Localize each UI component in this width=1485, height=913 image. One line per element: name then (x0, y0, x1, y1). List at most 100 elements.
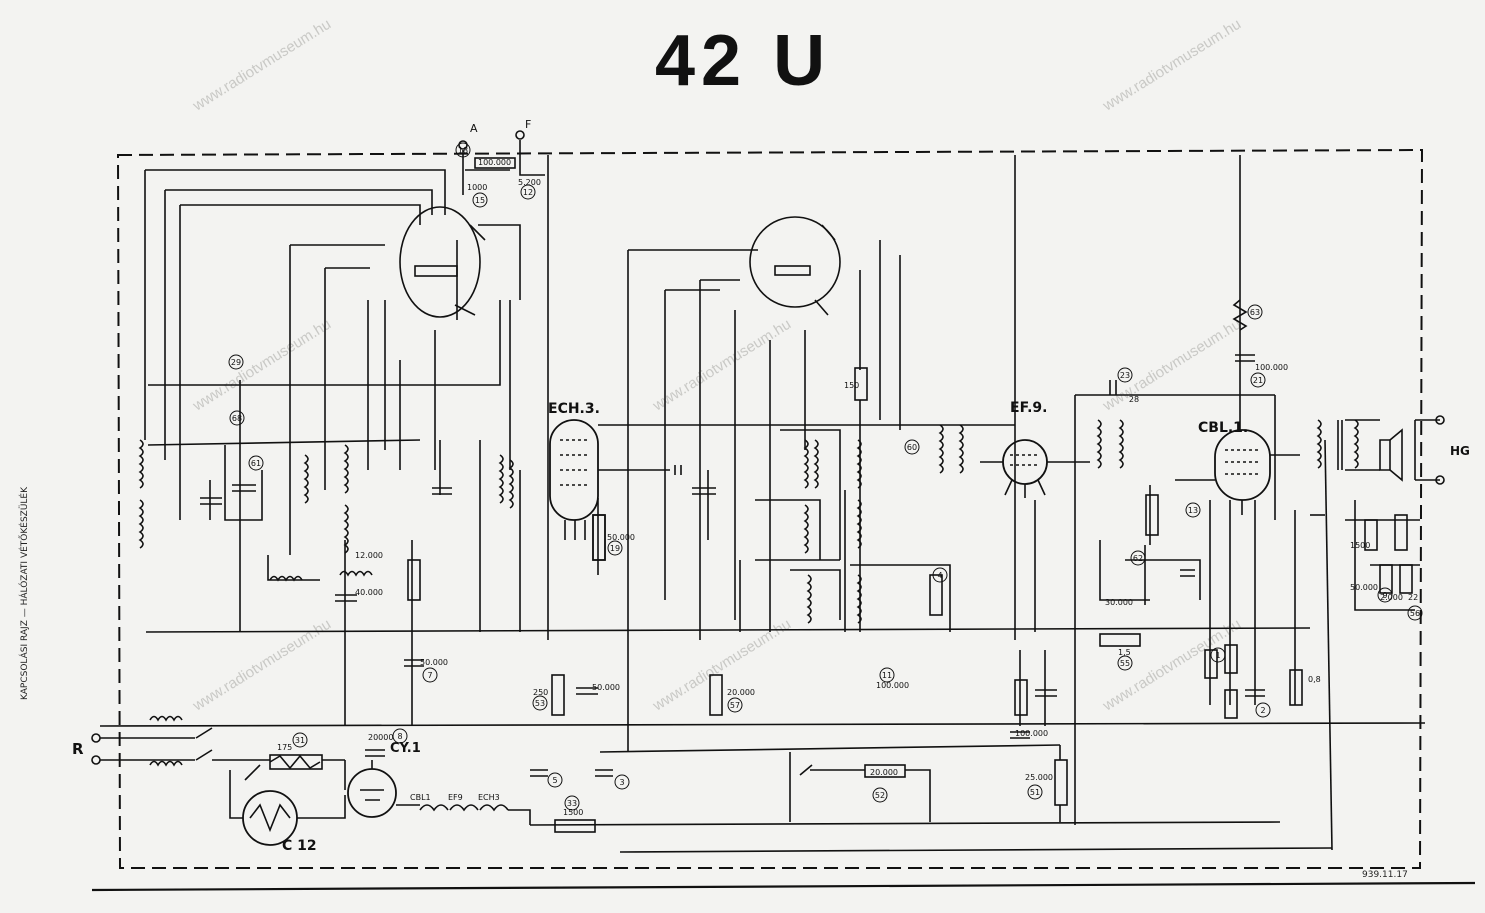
ref-marker: 31 (292, 732, 308, 748)
value-label: 100.000 (876, 681, 909, 690)
side-note: KAPCSOLÁSI RAJZ — HÁLÓZATI VÉTŐKÉSZÜLÉK (20, 486, 30, 700)
value-label: 50.000 (420, 658, 448, 667)
value-label: 250 (533, 688, 548, 697)
ref-marker: 8 (392, 728, 408, 744)
svg-text:56: 56 (1410, 609, 1420, 618)
heater-label: CBL1 (410, 793, 431, 802)
value-label: 5.200 (518, 178, 541, 187)
svg-text:4: 4 (937, 571, 942, 580)
value-label: 25.000 (1025, 773, 1053, 782)
svg-text:19: 19 (610, 544, 620, 553)
value-label: 12.000 (355, 551, 383, 560)
svg-text:68: 68 (232, 414, 242, 423)
svg-text:62: 62 (1133, 554, 1143, 563)
ref-marker: 68 (229, 410, 245, 426)
value-label: 150 (844, 381, 859, 390)
ref-marker: 62 (1130, 550, 1146, 566)
value-label: 30.000 (1105, 598, 1133, 607)
ref-marker: 9 (1377, 587, 1393, 603)
svg-text:9: 9 (1382, 591, 1387, 600)
svg-text:53: 53 (535, 699, 545, 708)
ref-marker: 2 (1255, 702, 1271, 718)
svg-text:7: 7 (427, 671, 432, 680)
ref-marker: 21 (1250, 372, 1266, 388)
svg-text:28: 28 (1129, 395, 1139, 404)
ref-marker: 23 (1117, 367, 1133, 383)
svg-text:12: 12 (523, 188, 533, 197)
svg-text:2: 2 (1260, 706, 1265, 715)
value-label: 0,8 (1308, 675, 1321, 684)
heater-label: ECH3 (478, 793, 500, 802)
svg-text:13: 13 (1188, 506, 1198, 515)
value-label: 1,5 (1118, 648, 1131, 657)
ref-marker: 19 (607, 540, 623, 556)
value-label: 1500 (1350, 541, 1370, 550)
tube-label-cbl1: CBL.1. (1198, 420, 1248, 436)
ref-marker: 18 (455, 142, 471, 158)
value-label: 1500 (563, 808, 583, 817)
ref-marker: 3 (614, 774, 630, 790)
value-label: 100.000 (478, 158, 511, 167)
ref-marker: 33 (564, 795, 580, 811)
svg-text:29: 29 (231, 358, 241, 367)
value-label: 22 (1408, 593, 1418, 602)
ref-marker: 15 (472, 192, 488, 208)
value-label: 175 (277, 743, 292, 752)
terminal-earth-label: F (525, 118, 531, 131)
value-label: 100.000 (1255, 363, 1288, 372)
ref-marker: 5 (547, 772, 563, 788)
value-label: 20.000 (870, 768, 898, 777)
svg-text:33: 33 (567, 799, 577, 808)
ref-marker: 28 (1129, 395, 1139, 404)
svg-text:15: 15 (475, 196, 485, 205)
svg-text:1: 1 (1215, 651, 1220, 660)
ref-marker: 60 (904, 439, 920, 455)
value-label: 50.000 (592, 683, 620, 692)
value-label: 1000 (467, 183, 487, 192)
value-label: 100.000 (1015, 729, 1048, 738)
svg-text:31: 31 (295, 736, 305, 745)
svg-text:51: 51 (1030, 788, 1040, 797)
value-label: 20000 (368, 733, 393, 742)
svg-text:23: 23 (1120, 371, 1130, 380)
svg-text:11: 11 (882, 671, 892, 680)
date-stamp: 939.11.17 (1362, 870, 1408, 880)
ref-marker: 4 (932, 567, 948, 583)
value-label: 40.000 (355, 588, 383, 597)
terminal-antenna-label: A (470, 122, 478, 135)
svg-text:57: 57 (730, 701, 740, 710)
svg-text:5: 5 (552, 776, 557, 785)
ref-marker: 11 (879, 667, 895, 683)
ref-marker: 1 (1210, 647, 1226, 663)
ref-marker: 29 (228, 354, 244, 370)
ref-marker: 13 (1185, 502, 1201, 518)
svg-text:52: 52 (875, 791, 885, 800)
svg-text:21: 21 (1253, 376, 1263, 385)
mains-label: R (72, 740, 84, 758)
tube-label-ef9: EF.9. (1010, 400, 1047, 416)
value-label: 50.000 (1350, 583, 1378, 592)
tube-label-ech3: ECH.3. (548, 401, 600, 417)
svg-text:60: 60 (907, 443, 917, 452)
ref-marker: 53 (532, 695, 548, 711)
ref-marker: 56 (1407, 605, 1423, 621)
ref-marker: 7 (422, 667, 438, 683)
speaker-label: HG (1450, 444, 1470, 458)
page-title: 42 U (655, 21, 832, 101)
value-label: 20.000 (727, 688, 755, 697)
svg-text:55: 55 (1120, 659, 1130, 668)
svg-text:63: 63 (1250, 308, 1260, 317)
ref-marker: 52 (872, 787, 888, 803)
svg-text:18: 18 (458, 146, 468, 155)
ref-marker: 63 (1247, 304, 1263, 320)
ref-marker: 61 (248, 455, 264, 471)
ref-marker: 12 (520, 184, 536, 200)
ref-marker: 57 (727, 697, 743, 713)
value-label: 50.000 (607, 533, 635, 542)
heater-label: EF9 (448, 793, 463, 802)
ref-marker: 55 (1117, 655, 1133, 671)
svg-text:8: 8 (397, 732, 402, 741)
tube-label-cy1: CY.1 (390, 741, 421, 756)
